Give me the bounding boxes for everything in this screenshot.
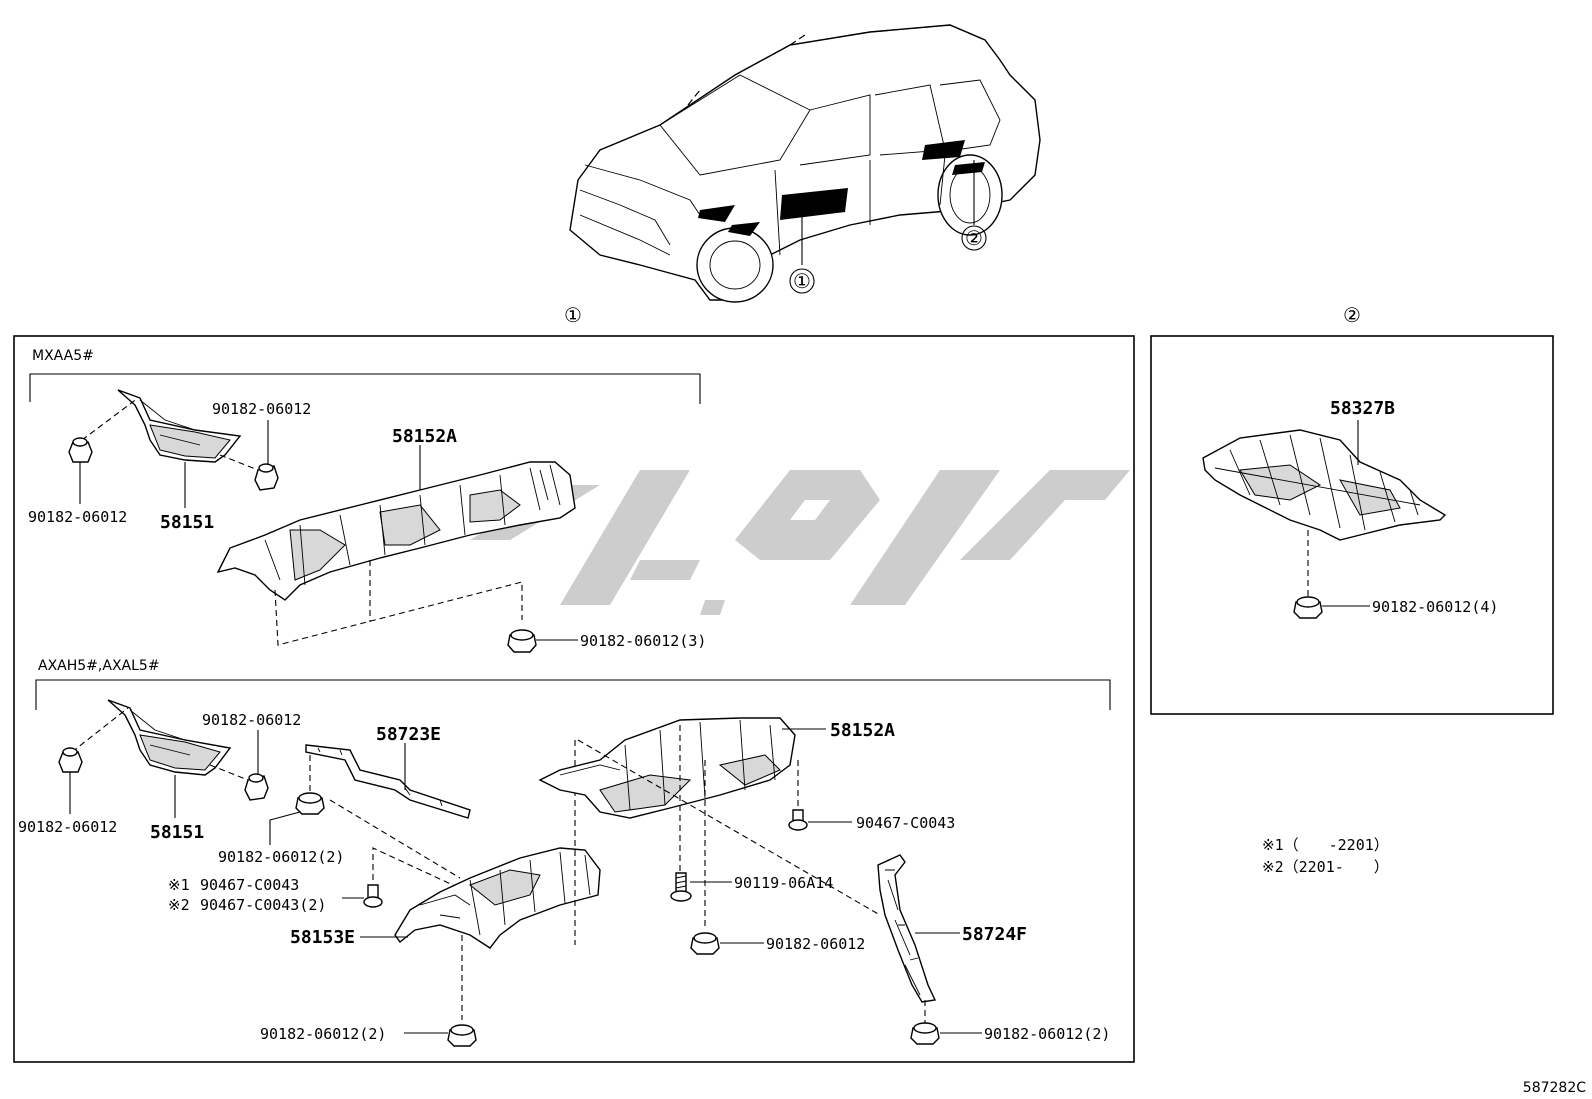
label-clip-rear: 90182-06012(4) [1372,598,1498,616]
label-rivet-note2: 90467-C0043(2) [200,896,326,914]
callout-2-label: ② [965,226,983,250]
clip-lower-mid [295,792,325,815]
label-58152A-upper: 58152A [392,426,457,447]
clip-lower-bottom-left [447,1024,477,1047]
group-label-mxaa: MXAA5# [32,348,94,364]
clip-upper-left [68,437,93,463]
part-58327B [1202,429,1447,541]
label-clip-upper-bottom: 90182-06012(3) [580,632,706,650]
label-58724F: 58724F [962,924,1027,945]
label-58723E: 58723E [376,724,441,745]
clip-upper-right [254,463,279,491]
label-clip-upper-left: 90182-06012 [28,508,127,526]
label-rivet-note1: 90467-C0043 [200,876,299,894]
highlight-center-insulator [780,188,848,220]
label-clip-lower-right: 90182-06012 [202,711,301,729]
label-clip-lower-center: 90182-06012 [766,935,865,953]
part-58152A-upper [216,461,576,601]
label-clip-lower-mid: 90182-06012(2) [218,848,344,866]
highlight-rear-insulator [922,140,965,160]
group-label-axah: AXAH5#,AXAL5# [38,658,160,674]
vehicle-illustration: ① ② [569,24,1041,303]
label-58153E: 58153E [290,927,355,948]
diagram-code: 587282C [1523,1080,1586,1096]
section-1-frame [13,335,1135,1063]
group-bracket-mxaa [29,373,701,404]
clip-lower-center [690,932,720,955]
clip-lower-right [244,773,269,801]
clip-lower-bottom-right [910,1022,940,1045]
part-58151-lower [107,699,232,776]
rivet-lower-right [788,809,808,831]
clip-lower-left [58,747,83,773]
label-bolt-lower: 90119-06A14 [734,874,833,892]
label-rivet-lower-right: 90467-C0043 [856,814,955,832]
section-1-callout: ① [564,303,582,327]
part-58724F [877,854,937,1003]
part-58152A-lower [538,717,796,819]
group-bracket-axah [35,679,1111,710]
rivet-lower-left [363,884,383,908]
label-clip-lower-bottom-right: 90182-06012(2) [984,1025,1110,1043]
section-2-callout: ② [1343,303,1361,327]
callout-1-label: ① [793,269,811,293]
label-58327B: 58327B [1330,398,1395,419]
part-58153E [394,847,601,949]
label-clip-lower-bottom-left: 90182-06012(2) [260,1025,386,1043]
clip-upper-bottom [507,629,537,653]
highlight-front-lower [728,222,760,236]
note-2-mark: ※2 [168,896,190,914]
clip-rear [1293,596,1323,619]
part-58723E [305,744,471,819]
highlight-front-insulator [698,205,735,222]
legend-note-1: ※1（ -2201） [1262,836,1389,854]
callout-circle-1 [789,268,815,294]
legend-note-2: ※2（2201- ） [1262,858,1389,876]
part-58151-upper [117,389,242,463]
label-clip-upper-right: 90182-06012 [212,400,311,418]
highlight-rear-lower [952,162,985,175]
callout-circle-2 [961,225,987,251]
label-58151-upper: 58151 [160,512,214,533]
label-clip-lower-left: 90182-06012 [18,818,117,836]
bolt-lower [670,872,692,902]
label-58152A-lower: 58152A [830,720,895,741]
section-2-frame [1150,335,1554,715]
note-1-mark: ※1 [168,876,190,894]
label-58151-lower: 58151 [150,822,204,843]
